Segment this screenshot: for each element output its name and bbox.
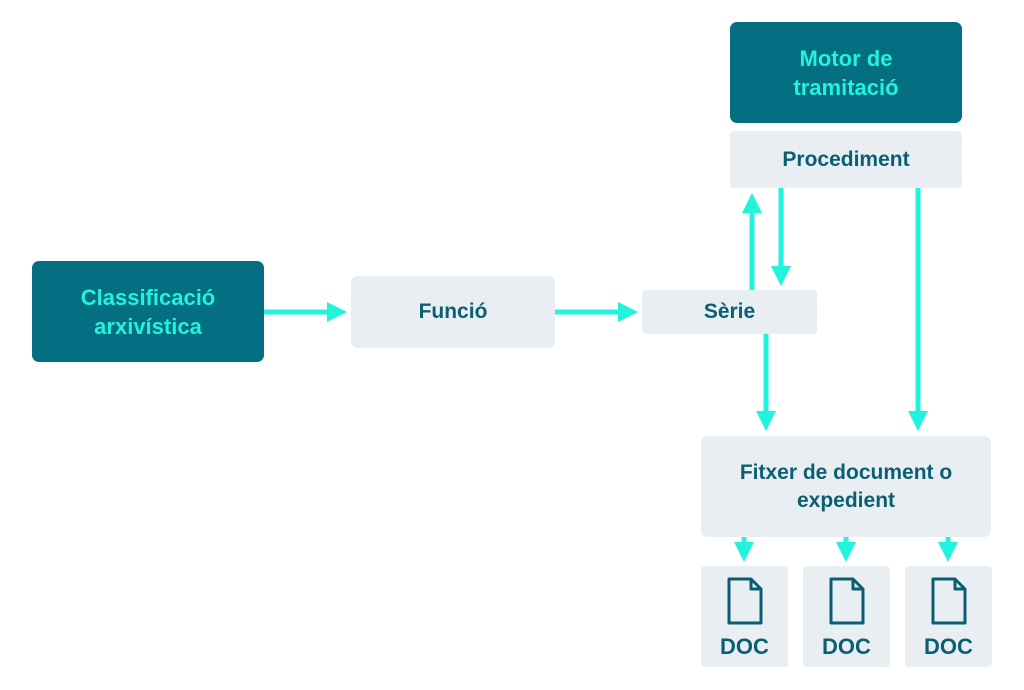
- node-serie: Sèrie: [642, 290, 817, 334]
- node-motor-de-tramitacio: Motor de tramitació: [730, 22, 962, 123]
- doc-tile-2: DOC: [803, 566, 890, 667]
- doc-tile-3: DOC: [905, 566, 992, 667]
- node-label: Funció: [418, 300, 488, 323]
- doc-label: DOC: [720, 634, 769, 659]
- node-procediment: Procediment: [730, 131, 962, 188]
- node-funcio: Funció: [351, 276, 555, 348]
- node-classificacio-arxivistica: Classificació arxivística: [32, 261, 264, 362]
- document-icon: [931, 577, 967, 625]
- node-label: Classificació arxivística: [80, 284, 216, 339]
- node-label: Fitxer de document o expedient: [739, 460, 953, 512]
- node-label: Sèrie: [703, 300, 756, 323]
- doc-label: DOC: [822, 634, 871, 659]
- node-fitxer-document-expedient: Fitxer de document o expedient: [701, 436, 991, 537]
- doc-tile-1: DOC: [701, 566, 788, 667]
- node-label: Procediment: [782, 147, 910, 171]
- doc-label: DOC: [924, 634, 973, 659]
- node-label: Motor de tramitació: [793, 45, 899, 100]
- document-icon: [829, 577, 865, 625]
- document-icon: [727, 577, 763, 625]
